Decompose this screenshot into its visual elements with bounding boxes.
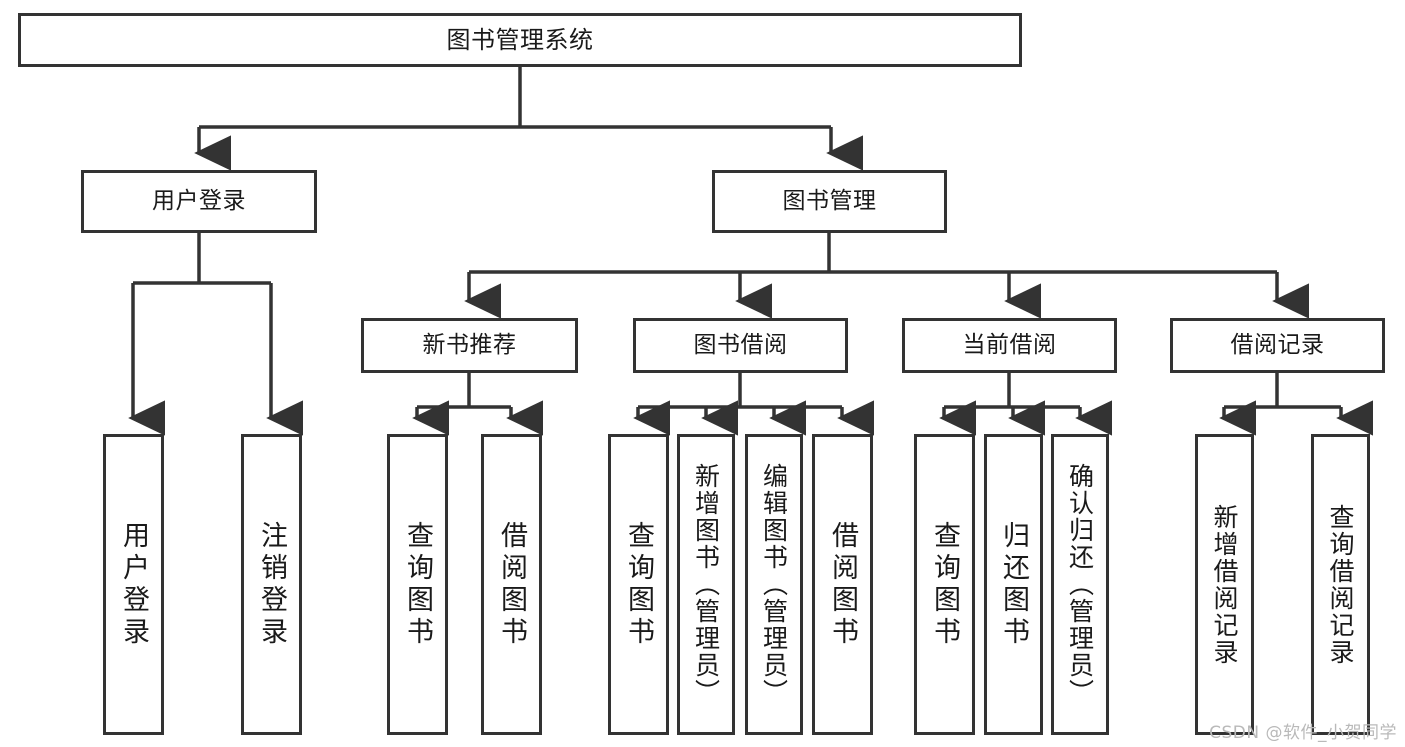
node-book-management[interactable]: 图书管理 — [712, 170, 947, 233]
leaf-edit-book-admin[interactable]: 编辑图书（管理员） — [745, 434, 803, 735]
node-label: 确认归还（管理员） — [1065, 463, 1095, 706]
leaf-logout[interactable]: 注销登录 — [241, 434, 302, 735]
node-label: 查询图书 — [623, 520, 654, 649]
leaf-borrow-books[interactable]: 借阅图书 — [812, 434, 873, 735]
leaf-add-book-admin[interactable]: 新增图书（管理员） — [677, 434, 735, 735]
leaf-query-books-current[interactable]: 查询图书 — [914, 434, 975, 735]
node-label: 注销登录 — [256, 520, 287, 649]
leaf-confirm-return-admin[interactable]: 确认归还（管理员） — [1051, 434, 1109, 735]
leaf-return-books[interactable]: 归还图书 — [984, 434, 1043, 735]
leaf-query-borrowing-record[interactable]: 查询借阅记录 — [1311, 434, 1370, 735]
node-root-book-management-system[interactable]: 图书管理系统 — [18, 13, 1022, 67]
node-current-borrowing[interactable]: 当前借阅 — [902, 318, 1117, 373]
node-label: 查询图书 — [402, 520, 433, 649]
node-borrowing-records[interactable]: 借阅记录 — [1170, 318, 1385, 373]
node-label: 新书推荐 — [422, 331, 517, 358]
node-user-login[interactable]: 用户登录 — [81, 170, 317, 233]
node-book-borrowing[interactable]: 图书借阅 — [633, 318, 848, 373]
leaf-add-borrowing-record[interactable]: 新增借阅记录 — [1195, 434, 1254, 735]
node-label: 图书借阅 — [693, 331, 788, 358]
node-label: 查询图书 — [929, 520, 960, 649]
node-label: 借阅图书 — [827, 520, 858, 649]
node-label: 用户登录 — [152, 187, 246, 214]
node-label: 新增借阅记录 — [1210, 503, 1239, 666]
leaf-query-books-recommendation[interactable]: 查询图书 — [387, 434, 448, 735]
node-label: 借阅图书 — [496, 520, 527, 649]
node-new-book-recommendation[interactable]: 新书推荐 — [361, 318, 578, 373]
node-label: 图书管理 — [782, 187, 877, 214]
node-label: 新增图书（管理员） — [691, 463, 721, 706]
node-label: 查询借阅记录 — [1326, 503, 1355, 666]
leaf-borrow-books-recommendation[interactable]: 借阅图书 — [481, 434, 542, 735]
node-label: 归还图书 — [998, 520, 1029, 649]
node-label: 当前借阅 — [962, 331, 1057, 358]
node-label: 借阅记录 — [1230, 331, 1325, 358]
node-label: 用户登录 — [118, 520, 149, 649]
node-label: 编辑图书（管理员） — [759, 463, 789, 706]
watermark-text: CSDN @软件_小贺同学 — [1209, 723, 1397, 743]
leaf-query-books-borrowing[interactable]: 查询图书 — [608, 434, 669, 735]
node-label: 图书管理系统 — [446, 25, 594, 54]
leaf-user-login[interactable]: 用户登录 — [103, 434, 164, 735]
